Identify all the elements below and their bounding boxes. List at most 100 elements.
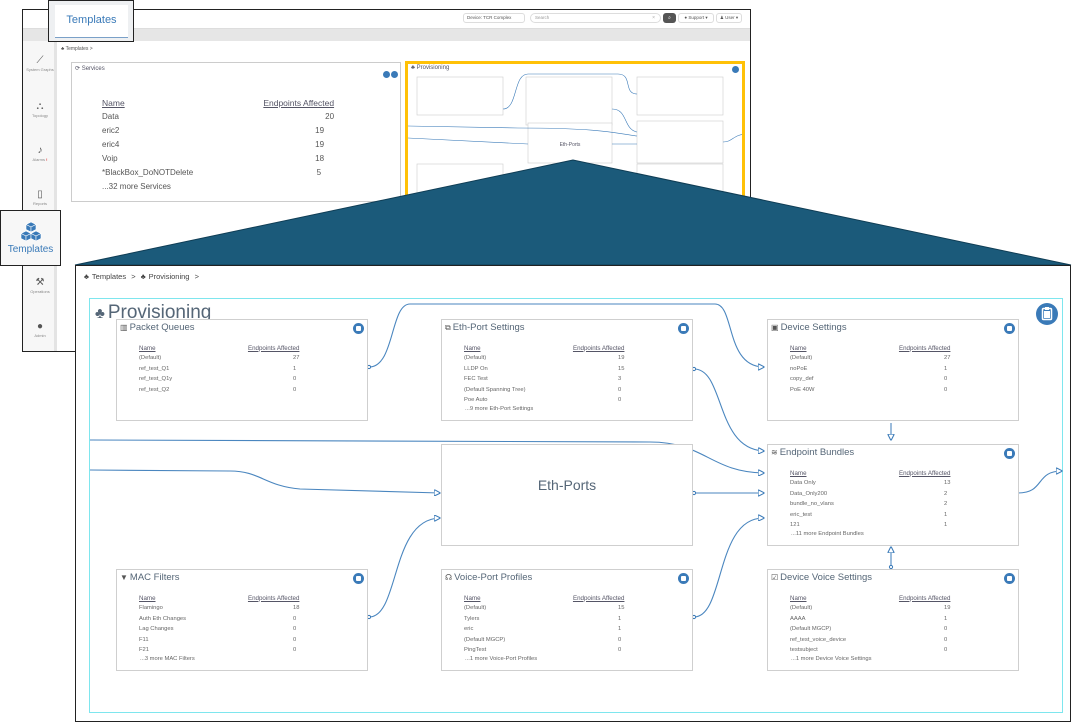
column-header-name[interactable]: Name [139, 594, 156, 602]
table-row[interactable]: (Default)27 [790, 355, 951, 362]
node-title: ▼MAC Filters [120, 572, 180, 583]
column-header-endpoints[interactable]: Endpoints Affected [572, 594, 625, 602]
column-header-endpoints[interactable]: Endpoints Affected [898, 469, 951, 477]
breadcrumb-templates[interactable]: Templates [91, 272, 127, 281]
minus-icon[interactable] [383, 71, 390, 78]
search-button[interactable]: ⌕ [663, 13, 676, 23]
table-row[interactable]: (Default)27 [139, 355, 300, 362]
column-header-endpoints[interactable]: Endpoints Affected [247, 344, 300, 352]
column-header-name[interactable]: Name [139, 344, 156, 352]
delete-icon[interactable] [678, 323, 689, 334]
table-row[interactable]: (Default Spanning Tree)0 [464, 386, 622, 393]
sidebar-item-topology[interactable]: ⛬ Topology [23, 101, 57, 119]
sidebar-item-alarms[interactable]: ♪ Alarms ! [23, 145, 57, 163]
column-header-endpoints[interactable]: Endpoints Affected [898, 344, 951, 352]
sidebar-item-system-graphs[interactable]: ⟋ System Graphs [23, 55, 57, 73]
table-row[interactable]: (Default)19 [790, 605, 951, 612]
more-link[interactable]: ...3 more MAC Filters [140, 656, 195, 662]
more-services-link[interactable]: ...32 more Services [102, 181, 171, 191]
search-input[interactable]: Search × [530, 13, 661, 23]
node-eth-ports[interactable]: Eth-Ports [441, 444, 693, 546]
column-header-name[interactable]: Name [790, 344, 807, 352]
breadcrumb[interactable]: ♣ Templates > [61, 46, 93, 52]
delete-icon[interactable] [1004, 573, 1015, 584]
column-header-name[interactable]: Name [102, 97, 125, 108]
more-link[interactable]: ...11 more Endpoint Bundles [791, 531, 864, 537]
table-row[interactable]: (Default)19 [464, 355, 625, 362]
table-row[interactable]: (Default MGCP)0 [790, 626, 948, 633]
column-header-endpoints[interactable]: Endpoints Affected [247, 594, 300, 602]
provisioning-card-highlighted[interactable]: ♣ Provisioning Eth-Ports [405, 61, 745, 211]
edit-icon[interactable] [391, 71, 398, 78]
sidebar-item-operations[interactable]: ⚒ Operations [23, 277, 57, 295]
column-header-name[interactable]: Name [790, 469, 807, 477]
table-row[interactable]: (Default MGCP)0 [464, 636, 622, 643]
column-header-endpoints[interactable]: Endpoints Affected [263, 97, 335, 108]
delete-icon[interactable] [1004, 323, 1015, 334]
node-mac-filters[interactable]: ▼MAC Filters Name Endpoints Affected Flam… [116, 569, 368, 671]
delete-icon[interactable] [678, 573, 689, 584]
column-header-endpoints[interactable]: Endpoints Affected [572, 344, 625, 352]
column-header-name[interactable]: Name [464, 594, 481, 602]
tab-templates[interactable]: Templates [55, 5, 128, 38]
breadcrumb-provisioning[interactable]: Provisioning [148, 272, 190, 281]
table-row[interactable]: (Default)15 [464, 605, 625, 612]
more-link[interactable]: ...9 more Eth-Port Settings [465, 406, 534, 412]
clear-search-icon[interactable]: × [652, 15, 655, 21]
delete-icon[interactable] [353, 323, 364, 334]
sidebar-item-templates[interactable]: Templates [0, 210, 61, 266]
more-link[interactable]: ...1 more Voice-Port Profiles [465, 656, 538, 662]
column-header-endpoints[interactable]: Endpoints Affected [898, 594, 951, 602]
column-header-name[interactable]: Name [790, 594, 807, 602]
support-menu[interactable]: ● Support ▾ [678, 13, 714, 23]
clipboard-icon[interactable] [732, 66, 739, 73]
more-link[interactable]: ...1 more Device Voice Settings [791, 656, 872, 662]
column-header-name[interactable]: Name [464, 344, 481, 352]
sidebar-item-admin[interactable]: ● Admin [23, 321, 57, 339]
clipboard-button[interactable] [1036, 303, 1058, 325]
delete-icon[interactable] [1004, 448, 1015, 459]
user-menu[interactable]: ♟ User ▾ [716, 13, 742, 23]
delete-icon[interactable] [353, 573, 364, 584]
sidebar-item-reports[interactable]: ▯ Reports [23, 189, 57, 207]
device-selector[interactable]: Device: TCR Complex [463, 13, 525, 23]
more-link-row[interactable]: ...32 more Services [102, 179, 334, 193]
